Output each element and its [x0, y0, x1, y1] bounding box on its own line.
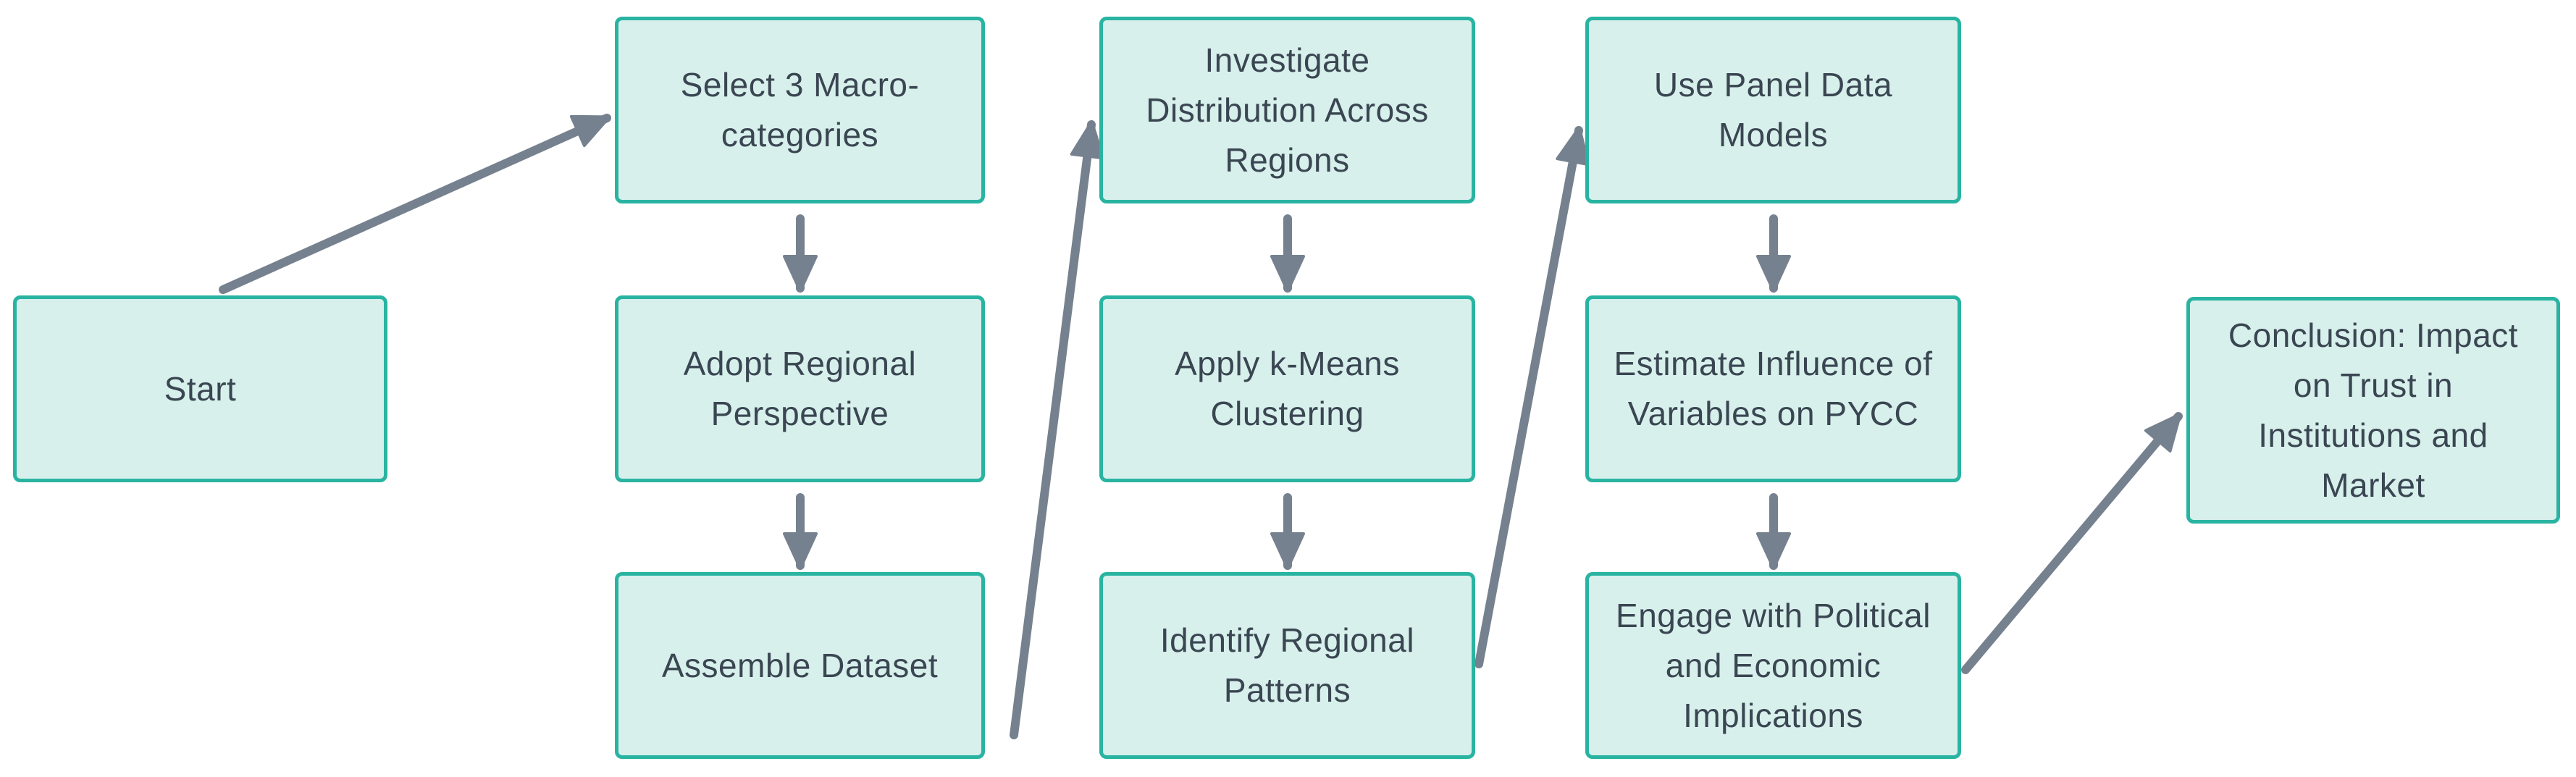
node-apply-kmeans-label: Apply k-Means Clustering: [1175, 345, 1400, 432]
node-estimate-influence-label: Estimate Influence of Variables on PYCC: [1614, 345, 1933, 432]
node-engage-implications: Engage with Political and Economic Impli…: [1585, 572, 1961, 759]
node-identify-patterns: Identify Regional Patterns: [1099, 572, 1475, 759]
node-identify-patterns-label: Identify Regional Patterns: [1159, 621, 1415, 709]
node-use-panel-models: Use Panel Data Models: [1585, 17, 1961, 203]
node-conclusion-label: Conclusion: Impact on Trust in Instituti…: [2228, 316, 2519, 504]
node-start: Start: [13, 295, 387, 482]
node-adopt-regional: Adopt Regional Perspective: [615, 295, 985, 482]
node-engage-implications-label: Engage with Political and Economic Impli…: [1616, 596, 1931, 734]
node-assemble-dataset: Assemble Dataset: [615, 572, 985, 759]
arrow-identify-to-panel: [1474, 126, 1590, 668]
node-select-macro: Select 3 Macro- categories: [615, 17, 985, 203]
arrow-start-to-select: [219, 114, 611, 294]
node-use-panel-models-label: Use Panel Data Models: [1653, 66, 1893, 154]
node-investigate-distribution: Investigate Distribution Across Regions: [1099, 17, 1475, 203]
node-assemble-dataset-label: Assemble Dataset: [661, 646, 939, 684]
arrow-engage-to-conclusion: [1961, 412, 2183, 674]
node-investigate-distribution-label: Investigate Distribution Across Regions: [1146, 41, 1429, 179]
node-conclusion: Conclusion: Impact on Trust in Instituti…: [2186, 297, 2560, 524]
node-start-label: Start: [164, 369, 237, 408]
arrow-assemble-to-investigate: [1010, 120, 1105, 739]
node-adopt-regional-label: Adopt Regional Perspective: [683, 345, 917, 432]
node-apply-kmeans: Apply k-Means Clustering: [1099, 295, 1475, 482]
node-estimate-influence: Estimate Influence of Variables on PYCC: [1585, 295, 1961, 482]
node-select-macro-label: Select 3 Macro- categories: [680, 66, 920, 154]
